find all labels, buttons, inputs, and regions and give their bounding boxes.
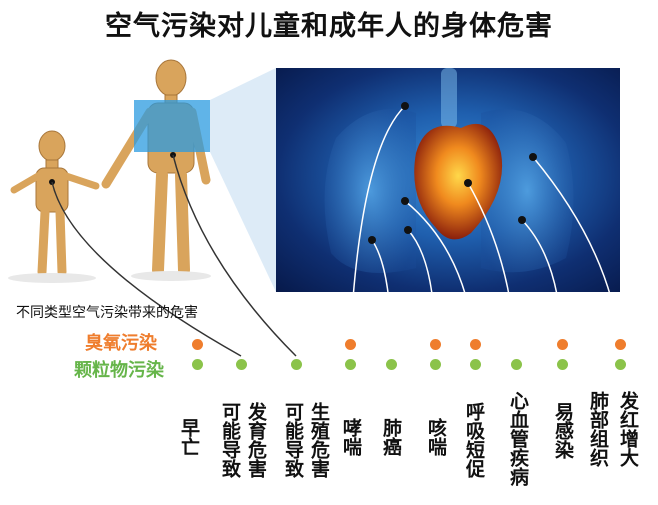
- particulate-marker: [430, 359, 441, 370]
- particulate-marker: [345, 359, 356, 370]
- legend-particulate: 颗粒物污染: [74, 360, 164, 381]
- ozone-marker: [615, 339, 626, 350]
- effect-label: 易感染: [552, 402, 574, 459]
- effect-label: 肺部组织: [587, 391, 609, 467]
- legend-ozone-dot: [192, 339, 203, 350]
- connector-line: [371, 239, 392, 357]
- diagram-subtitle: 不同类型空气污染带来的危害: [16, 305, 198, 321]
- left-lung: [324, 108, 416, 273]
- particulate-marker: [615, 359, 626, 370]
- particulate-marker: [511, 359, 522, 370]
- particulate-marker: [291, 359, 302, 370]
- effect-label: 早亡: [178, 418, 200, 456]
- connector-line: [172, 154, 297, 357]
- effect-label: 发育危害: [245, 402, 267, 478]
- ozone-marker: [430, 339, 441, 350]
- ozone-marker: [345, 339, 356, 350]
- connector-line: [51, 181, 242, 357]
- page-title: 空气污染对儿童和成年人的身体危害: [105, 11, 553, 42]
- zoom-projection: [210, 68, 276, 292]
- effect-label: 生殖危害: [308, 402, 330, 478]
- child-figure: [10, 130, 100, 277]
- chest-xray-panel: [276, 68, 620, 292]
- right-lung: [481, 109, 574, 273]
- ozone-marker: [470, 339, 481, 350]
- effect-label: 心血管疾病: [507, 391, 529, 486]
- particulate-marker: [386, 359, 397, 370]
- chest-highlight: [134, 100, 210, 152]
- connector-line: [407, 229, 436, 345]
- particulate-marker: [470, 359, 481, 370]
- effect-label: 肺癌: [380, 418, 402, 456]
- connector-line: [349, 105, 406, 345]
- effect-label: 可能导致: [282, 402, 304, 478]
- connector-line: [467, 182, 517, 357]
- connector-line: [404, 200, 476, 345]
- effect-label: 呼吸短促: [463, 402, 485, 478]
- connector-line: [532, 156, 621, 345]
- effect-label: 咳喘: [425, 418, 447, 456]
- effect-label: 发红增大: [617, 391, 639, 467]
- heart: [414, 123, 503, 240]
- effect-label: 哮喘: [340, 418, 362, 456]
- ozone-marker: [557, 339, 568, 350]
- trachea: [441, 68, 457, 128]
- particulate-marker: [557, 359, 568, 370]
- effect-label: 可能导致: [219, 402, 241, 478]
- connector-line: [521, 219, 563, 345]
- legend-ozone: 臭氧污染: [85, 333, 157, 354]
- organ-illustration: [324, 68, 574, 273]
- legend-particulate-dot: [192, 359, 203, 370]
- particulate-marker: [236, 359, 247, 370]
